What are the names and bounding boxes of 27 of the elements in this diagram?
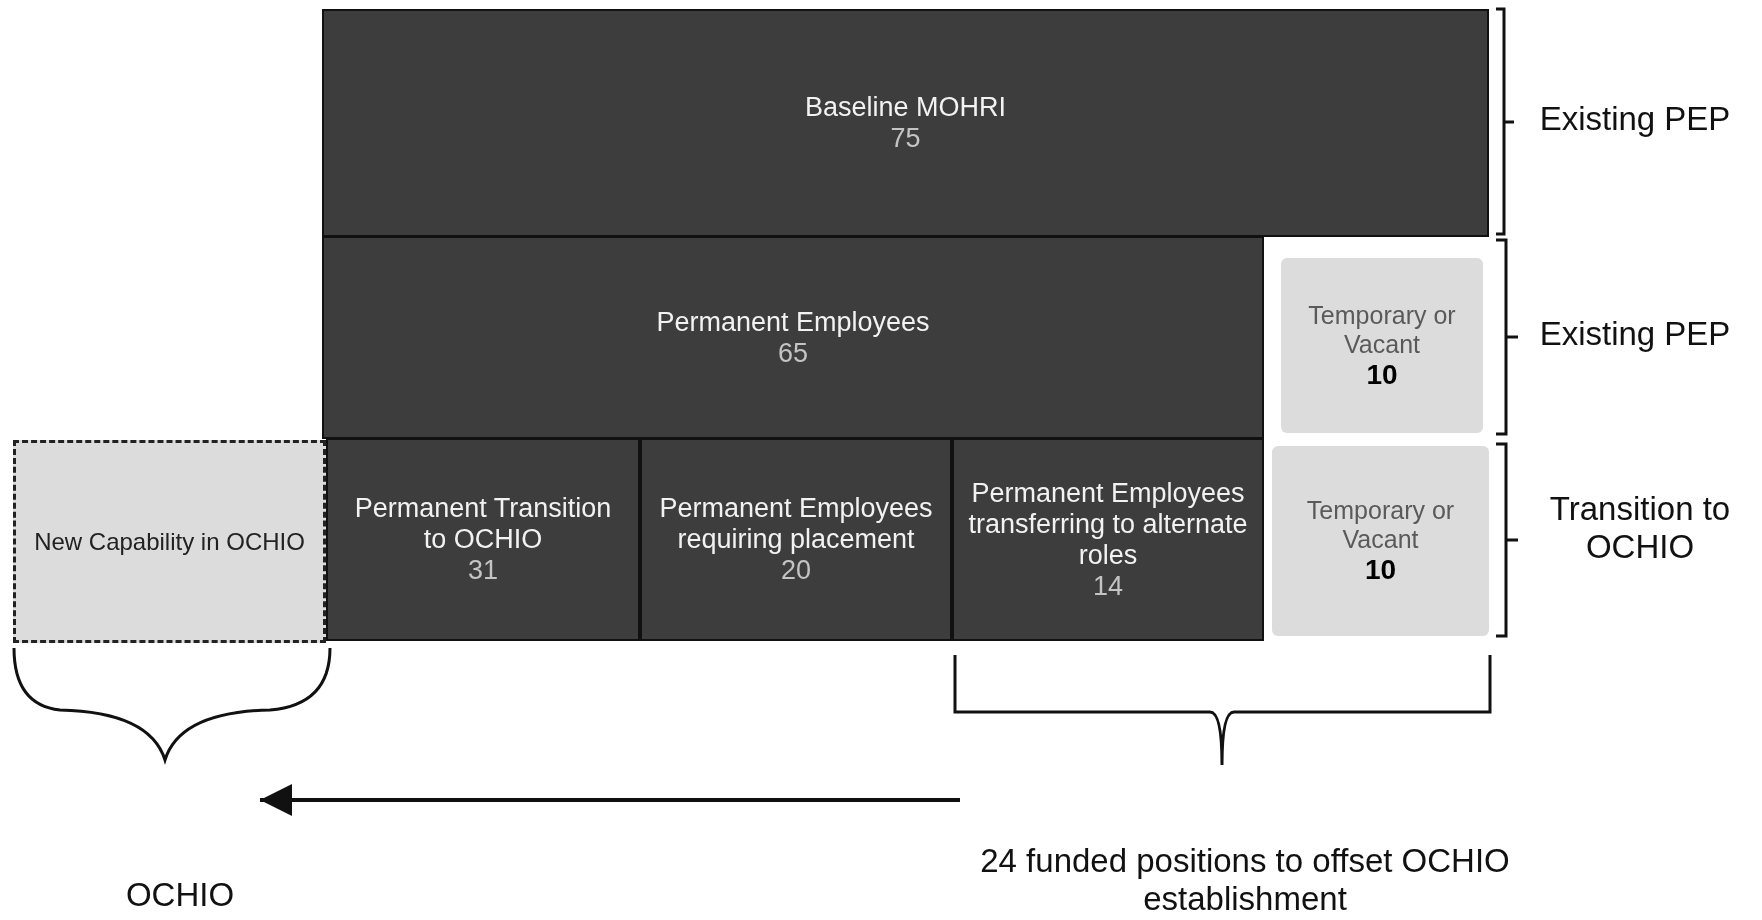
count-text: 31	[466, 555, 499, 586]
block-title: Permanent Employees requiring placement	[658, 493, 934, 555]
bracket-label: Existing PEP	[1538, 100, 1732, 138]
block	[640, 438, 952, 641]
block-title: Temporary or Vacant	[1305, 496, 1456, 554]
count-text: 65	[776, 337, 809, 369]
dashed-block	[13, 440, 326, 643]
count-text: 10	[1365, 358, 1399, 391]
count-text: 14	[1091, 570, 1124, 602]
block	[1272, 446, 1489, 636]
block	[326, 438, 640, 641]
block	[322, 9, 1489, 237]
block-title: Permanent Employees transferring to alternate roles	[967, 477, 1249, 571]
block	[1281, 258, 1483, 433]
arrow	[260, 784, 960, 816]
bracket-label: Existing PEP	[1538, 315, 1732, 353]
block-title: Temporary or Vacant	[1307, 300, 1457, 359]
block	[322, 236, 1264, 439]
count-text: 20	[779, 555, 812, 586]
block	[952, 438, 1264, 641]
count-text: 75	[889, 123, 922, 154]
block-title: New Capability in OCHIO	[33, 527, 306, 556]
count-text: 10	[1363, 554, 1398, 586]
block-title: Permanent Employees	[655, 306, 931, 338]
bracket-label: Transition to OCHIO	[1548, 490, 1732, 566]
block-title: Permanent Transition to OCHIO	[353, 493, 613, 555]
block-title: Baseline MOHRI	[803, 92, 1008, 123]
